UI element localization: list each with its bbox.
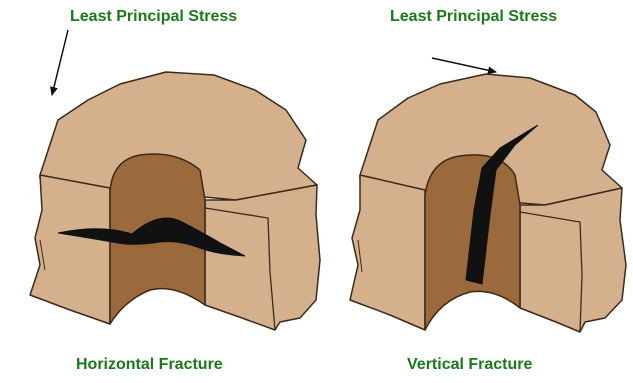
right-stress-arrow: [432, 58, 496, 72]
vertical-fracture-caption: Vertical Fracture: [407, 356, 532, 374]
right-stress-label: Least Principal Stress: [390, 8, 557, 26]
right-rock-right-face: [520, 188, 626, 332]
right-rock-block: [350, 74, 626, 332]
left-rock-right-face: [205, 185, 320, 330]
right-rock-left-face: [350, 175, 425, 330]
left-stress-arrow: [52, 30, 68, 95]
left-rock-block: [30, 72, 320, 330]
left-stress-label: Least Principal Stress: [70, 8, 237, 26]
horizontal-fracture-caption: Horizontal Fracture: [76, 356, 223, 374]
